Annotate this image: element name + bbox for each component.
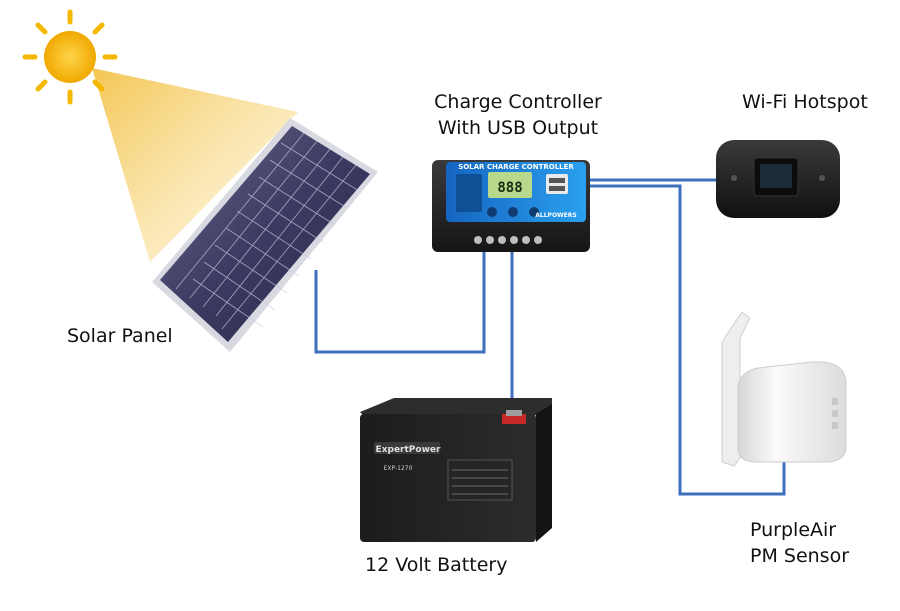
wire-controller-to-sensor: [586, 184, 786, 496]
charge-controller-label-line2: With USB Output: [437, 117, 599, 139]
controller-display-text: 888: [497, 180, 522, 196]
purpleair-sensor-image: [721, 311, 847, 467]
controller-brand-text: ALLPOWERS: [535, 212, 576, 219]
sun-icon: [22, 9, 118, 105]
sunlight-beam: [92, 68, 298, 262]
purpleair-sensor-label-line1: PurpleAir: [750, 519, 837, 541]
battery-brand-text: ExpertPower: [376, 445, 441, 455]
wifi-hotspot-label: Wi-Fi Hotspot: [742, 91, 868, 113]
battery-label: 12 Volt Battery: [365, 554, 508, 576]
battery-image: ExpertPower EXP-1270: [360, 398, 552, 542]
wiring: [314, 178, 786, 496]
controller-header-text: SOLAR CHARGE CONTROLLER: [458, 163, 574, 171]
wire-panel-to-controller: [314, 252, 486, 354]
solar-panel-label: Solar Panel: [67, 325, 173, 347]
charge-controller-image: SOLAR CHARGE CONTROLLER 888 ALLPOWERS: [432, 160, 590, 252]
charge-controller-label-line1: Charge Controller: [434, 91, 602, 113]
purpleair-sensor-label-line2: PM Sensor: [750, 545, 850, 567]
purpleair-sensor-label: PurpleAir PM Sensor: [750, 517, 849, 569]
battery-model-text: EXP-1270: [384, 465, 413, 472]
charge-controller-label: Charge Controller With USB Output: [408, 89, 628, 141]
solar-panel-image: [152, 118, 378, 352]
wifi-hotspot-image: [716, 140, 840, 218]
